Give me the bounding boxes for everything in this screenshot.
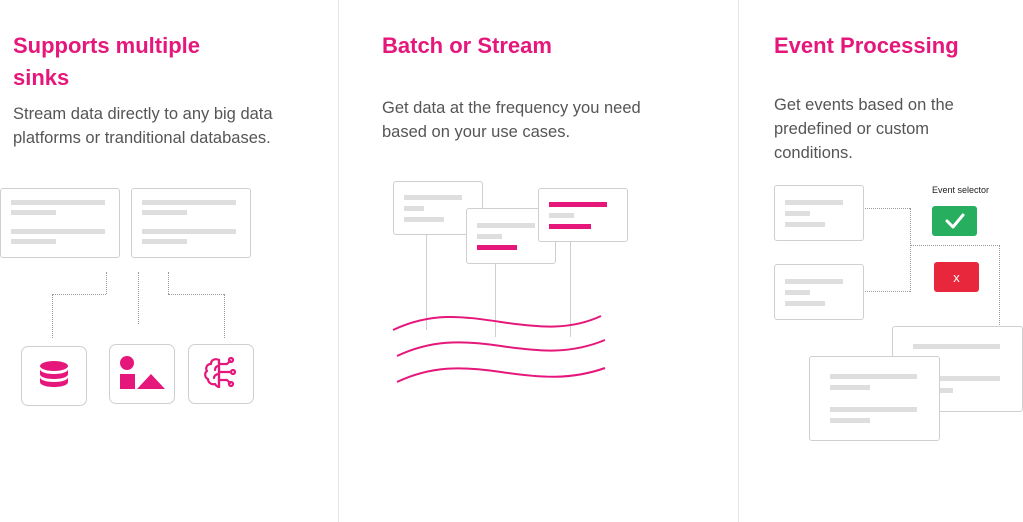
column-divider	[338, 0, 339, 522]
close-icon: x	[953, 269, 960, 285]
feature-batch-stream: Batch or Stream Get data at the frequenc…	[339, 0, 738, 522]
feature-title: Event Processing	[774, 33, 959, 58]
feature-title: Supports multiple sinks	[13, 33, 200, 90]
ai-sink	[188, 344, 254, 404]
batch-card	[538, 188, 628, 242]
feature-title: Batch or Stream	[382, 33, 552, 58]
accept-event	[932, 206, 977, 236]
feature-event-processing: Event Processing Get events based on the…	[739, 0, 1023, 522]
database-icon	[40, 361, 68, 387]
ai-brain-icon	[204, 356, 237, 389]
source-card	[0, 188, 120, 258]
event-selector-label: Event selector	[932, 185, 990, 195]
feature-description: Get events based on the predefined or cu…	[774, 96, 954, 162]
event-card	[774, 264, 864, 320]
shapes-icon	[120, 356, 165, 389]
reject-event: x	[934, 262, 979, 292]
feature-description: Get data at the frequency you need based…	[382, 99, 641, 141]
event-card	[774, 185, 864, 241]
database-sink	[21, 346, 87, 406]
stream-waves	[392, 315, 606, 383]
shapes-sink	[109, 344, 175, 404]
column-divider	[738, 0, 739, 522]
feature-multiple-sinks: Supports multiple sinks Stream data dire…	[0, 0, 338, 522]
check-icon	[945, 213, 964, 229]
feature-description: Stream data directly to any big data pla…	[13, 105, 273, 147]
event-output-card	[809, 356, 940, 441]
source-card	[131, 188, 251, 258]
